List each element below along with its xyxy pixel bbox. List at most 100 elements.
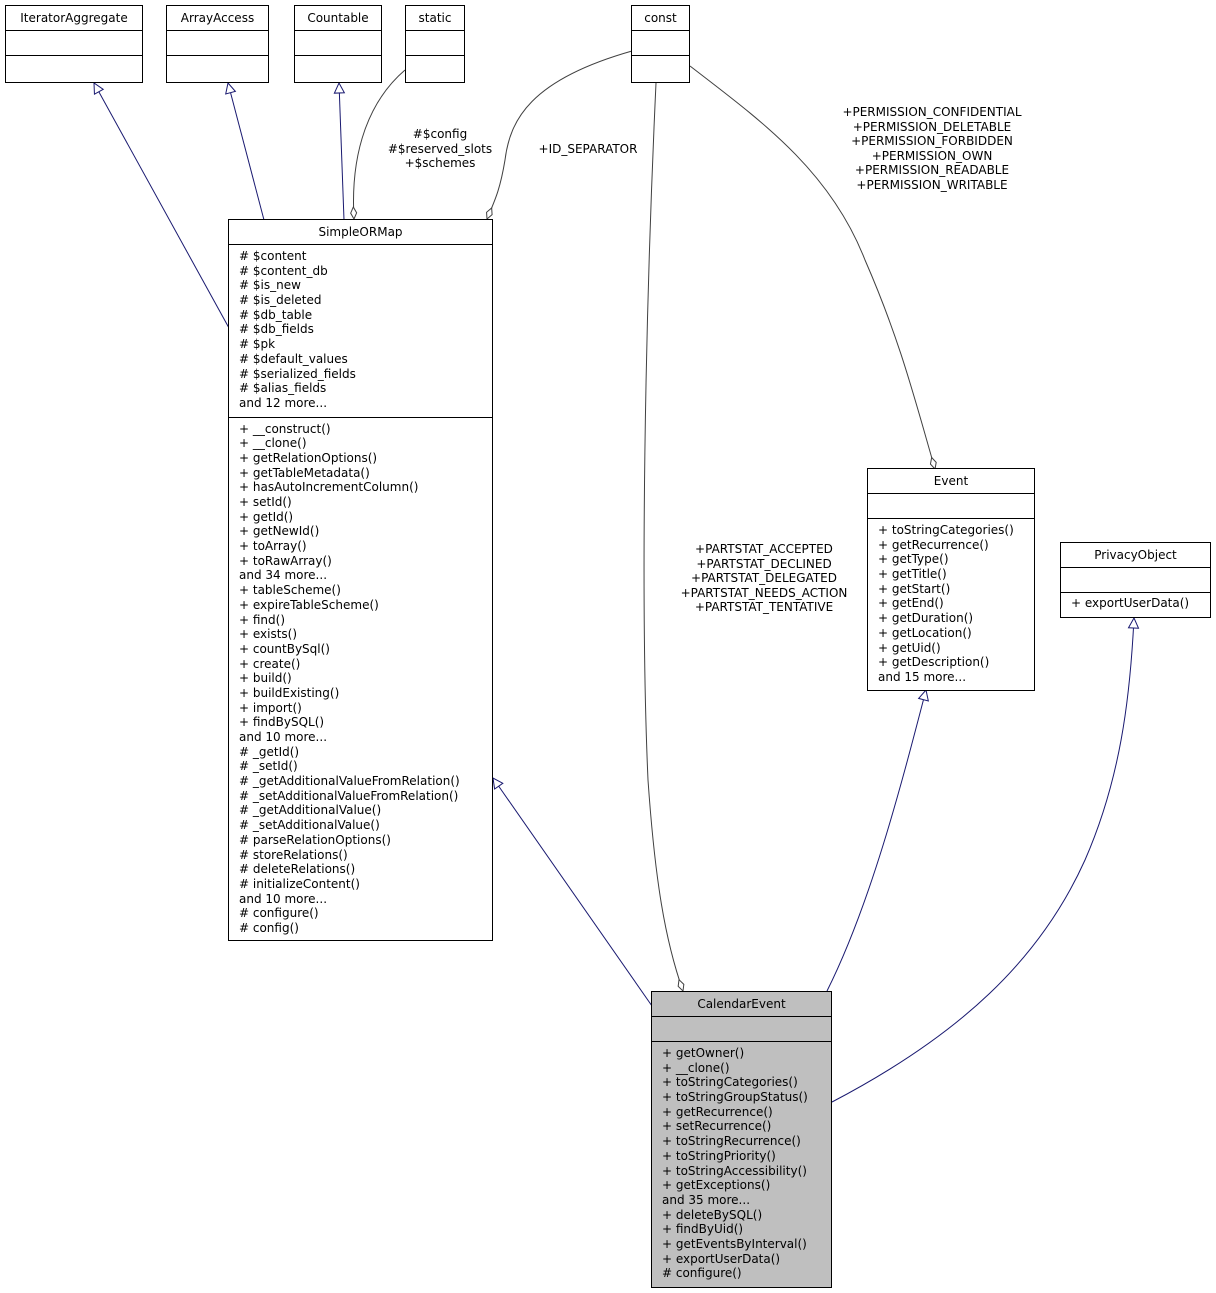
- class-title: Countable: [295, 6, 381, 31]
- class-member: + build(): [239, 671, 292, 686]
- class-member: + getRecurrence(): [878, 537, 989, 552]
- edge-label-line: #$reserved_slots: [387, 141, 493, 156]
- edge-label-const-simpleormap: +ID_SEPARATOR: [528, 142, 648, 157]
- operations-compartment: [406, 56, 464, 80]
- attributes-compartment: [652, 1017, 831, 1042]
- edge-label-line: +$schemes: [404, 156, 476, 171]
- edge-simpleormap-iteratoraggregate: [94, 83, 230, 329]
- edge-label-line: +PERMISSION_FORBIDDEN: [851, 134, 1013, 149]
- class-member: + getNewId(): [239, 524, 320, 539]
- class-member: + find(): [239, 612, 286, 627]
- class-title: Event: [868, 469, 1034, 494]
- class-member: # $db_fields: [239, 322, 314, 337]
- attributes-compartment: [6, 31, 142, 56]
- operations-compartment: + getOwner()+ __clone()+ toStringCategor…: [652, 1042, 831, 1287]
- edge-calendarevent-simpleormap: [493, 778, 653, 1007]
- operations-compartment: + toStringCategories()+ getRecurrence()+…: [868, 519, 1034, 691]
- class-member: and 15 more...: [878, 669, 967, 684]
- class-member: and 35 more...: [662, 1192, 751, 1207]
- class-iteratoraggregate: IteratorAggregate: [5, 5, 143, 83]
- edge-label-line: +PARTSTAT_TENTATIVE: [694, 600, 834, 615]
- class-countable: Countable: [294, 5, 382, 83]
- edge-label-line: +PERMISSION_DELETABLE: [852, 119, 1012, 134]
- class-member: + getOwner(): [662, 1046, 745, 1060]
- edge-label-const-event: +PERMISSION_CONFIDENTIAL +PERMISSION_DEL…: [822, 105, 1042, 193]
- class-member: # storeRelations(): [239, 847, 348, 862]
- class-member: # $pk: [239, 337, 276, 352]
- edge-static-simpleormap: [353, 69, 406, 219]
- class-member: + getRecurrence(): [662, 1104, 773, 1119]
- class-member: # configure(): [239, 906, 319, 921]
- class-member: # configure(): [662, 1266, 742, 1281]
- class-member: + buildExisting(): [239, 685, 340, 700]
- class-member: # _setAdditionalValueFromRelation(): [239, 788, 459, 803]
- edge-label-line: +PARTSTAT_DECLINED: [696, 556, 832, 571]
- class-member: # _getAdditionalValue(): [239, 803, 382, 818]
- edge-const-calendarevent: [643, 82, 683, 991]
- operations-compartment: + exportUserData(): [1061, 593, 1210, 617]
- class-member: + getEnd(): [878, 596, 944, 611]
- edge-calendarevent-privacyobject: [831, 618, 1134, 1103]
- attributes-compartment: [868, 494, 1034, 519]
- operations-compartment: [632, 56, 689, 80]
- edge-label-line: +PARTSTAT_NEEDS_ACTION: [680, 585, 848, 600]
- class-member: + setRecurrence(): [662, 1119, 772, 1134]
- class-title: SimpleORMap: [229, 220, 492, 245]
- attributes-compartment: # $content# $content_db# $is_new# $is_de…: [229, 245, 492, 418]
- class-member: + toArray(): [239, 539, 307, 554]
- edge-label-line: +PERMISSION_READABLE: [854, 163, 1010, 178]
- class-title: const: [632, 6, 689, 31]
- class-member: + getDescription(): [878, 655, 990, 670]
- class-simpleormap: SimpleORMap # $content# $content_db# $is…: [228, 219, 493, 941]
- edge-label-line: +PERMISSION_OWN: [871, 148, 993, 163]
- operations-compartment: + __construct()+ __clone()+ getRelationO…: [229, 418, 492, 942]
- class-member: + hasAutoIncrementColumn(): [239, 480, 419, 495]
- class-member: + toStringPriority(): [662, 1148, 776, 1163]
- class-member: # initializeContent(): [239, 876, 360, 891]
- class-member: + tableScheme(): [239, 583, 341, 598]
- class-member: + getType(): [878, 552, 949, 567]
- class-member: + __clone(): [239, 436, 307, 451]
- class-member: + getUid(): [878, 640, 941, 655]
- class-member: + countBySql(): [239, 641, 330, 656]
- class-member: + deleteBySQL(): [662, 1207, 763, 1222]
- class-member: + exportUserData(): [1071, 596, 1190, 610]
- class-member: + toRawArray(): [239, 553, 332, 568]
- class-arrayaccess: ArrayAccess: [166, 5, 269, 83]
- edge-label-line: +PERMISSION_WRITABLE: [856, 177, 1008, 192]
- class-member: # parseRelationOptions(): [239, 832, 391, 847]
- class-member: and 34 more...: [239, 568, 328, 583]
- edge-label-line: +PARTSTAT_DELEGATED: [691, 571, 837, 586]
- class-member: # $db_table: [239, 307, 313, 322]
- attributes-compartment: [1061, 568, 1210, 593]
- class-privacyobject: PrivacyObject + exportUserData(): [1060, 542, 1211, 618]
- class-member: # deleteRelations(): [239, 862, 356, 877]
- class-member: and 10 more...: [239, 730, 328, 744]
- class-event: Event + toStringCategories()+ getRecurre…: [867, 468, 1035, 691]
- edge-label-const-calendarevent: +PARTSTAT_ACCEPTED +PARTSTAT_DECLINED +P…: [668, 542, 860, 615]
- operations-compartment: [6, 56, 142, 80]
- attributes-compartment: [406, 31, 464, 56]
- class-member: # $content: [239, 249, 307, 263]
- class-member: + getTitle(): [878, 567, 947, 582]
- class-calendarevent: CalendarEvent + getOwner()+ __clone()+ t…: [651, 991, 832, 1288]
- class-member: + setId(): [239, 495, 292, 509]
- class-title: IteratorAggregate: [6, 6, 142, 31]
- class-member: + toStringGroupStatus(): [662, 1090, 808, 1105]
- class-member: # $is_deleted: [239, 293, 322, 308]
- class-member: # _getAdditionalValueFromRelation(): [239, 774, 460, 789]
- class-member: + toStringRecurrence(): [662, 1134, 801, 1149]
- edge-const-simpleormap: [487, 50, 633, 219]
- class-member: # $is_new: [239, 278, 301, 293]
- class-member: + getStart(): [878, 581, 951, 596]
- class-member: + getExceptions(): [662, 1178, 771, 1193]
- class-member: + findBySQL(): [239, 715, 325, 730]
- class-member: # $default_values: [239, 351, 348, 366]
- attributes-compartment: [632, 31, 689, 56]
- class-member: + toStringCategories(): [662, 1075, 798, 1090]
- class-member: + __clone(): [662, 1060, 730, 1075]
- edge-calendarevent-event: [826, 690, 926, 992]
- class-member: + getLocation(): [878, 625, 972, 640]
- class-title: static: [406, 6, 464, 31]
